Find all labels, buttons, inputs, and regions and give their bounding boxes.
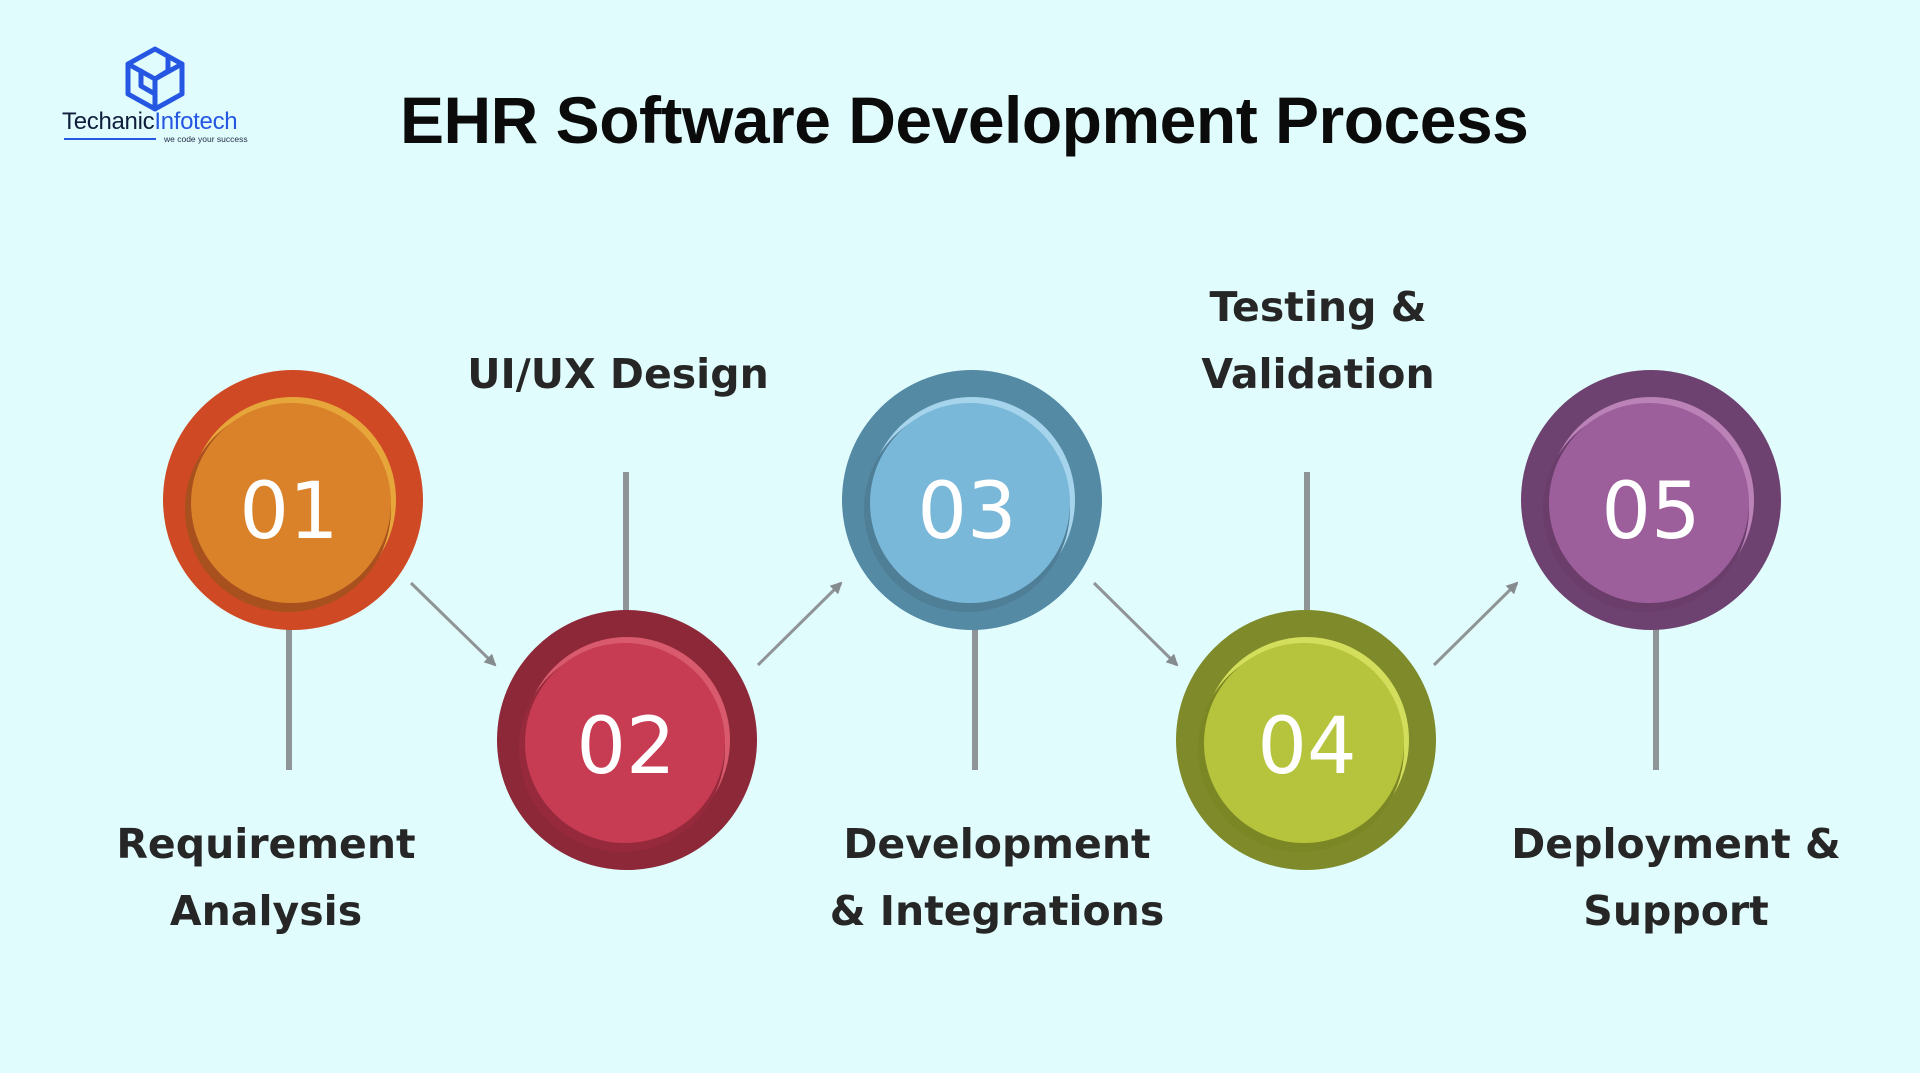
brand-name-part2: Infotech <box>154 108 238 135</box>
brand-underline <box>64 138 156 140</box>
step-03: 03 Development & Integrations <box>830 370 1165 935</box>
step-02-circle <box>497 610 757 870</box>
arrow-1-to-2 <box>409 581 497 667</box>
step-02-label-line1: UI/UX Design <box>467 350 769 398</box>
step-02-number: 02 <box>576 702 675 792</box>
step-04-inner-disc <box>1204 643 1404 843</box>
step-01-label-line1: Requirement <box>116 820 415 868</box>
brand-logo: TechanicInfotech we code your success <box>62 44 262 154</box>
step-04: 04 Testing & Validation <box>1176 283 1436 870</box>
step-05-inner-disc <box>1549 403 1749 603</box>
page-title: EHR Software Development Process <box>400 83 1529 157</box>
step-01-label-line2: Analysis <box>170 887 362 935</box>
step-04-number: 04 <box>1257 702 1356 792</box>
arrow-2-to-3 <box>756 581 843 667</box>
arrow-3-to-4 <box>1092 581 1179 667</box>
flow-arrows <box>409 581 1519 667</box>
brand-tagline: we code your success <box>164 134 248 144</box>
cube-network-logo-icon <box>125 46 185 112</box>
step-04-circle <box>1176 610 1436 870</box>
step-01-inner-disc <box>191 403 391 603</box>
step-03-label-line2: & Integrations <box>830 887 1165 935</box>
step-05-label-line1: Deployment & <box>1511 820 1840 868</box>
connector-stems <box>286 472 1659 770</box>
step-01-circle <box>163 370 423 630</box>
step-05-label-line2: Support <box>1583 887 1768 935</box>
brand-wordmark: TechanicInfotech <box>62 108 238 135</box>
arrow-4-to-5 <box>1432 581 1519 667</box>
step-03-label-line1: Development <box>843 820 1150 868</box>
step-01: 01 Requirement Analysis <box>116 370 423 935</box>
brand-name-part1: Techanic <box>62 108 155 135</box>
step-04-label-line1: Testing & <box>1210 283 1427 331</box>
step-01-number: 01 <box>239 467 338 557</box>
step-03-inner-disc <box>870 403 1070 603</box>
step-03-circle <box>842 370 1102 630</box>
step-05-number: 05 <box>1601 467 1700 557</box>
step-02: 02 UI/UX Design <box>467 350 769 870</box>
step-03-number: 03 <box>917 467 1016 557</box>
step-04-label-line2: Validation <box>1201 350 1434 398</box>
step-02-inner-disc <box>525 643 725 843</box>
step-05-circle <box>1521 370 1781 630</box>
step-05: 05 Deployment & Support <box>1511 370 1841 935</box>
